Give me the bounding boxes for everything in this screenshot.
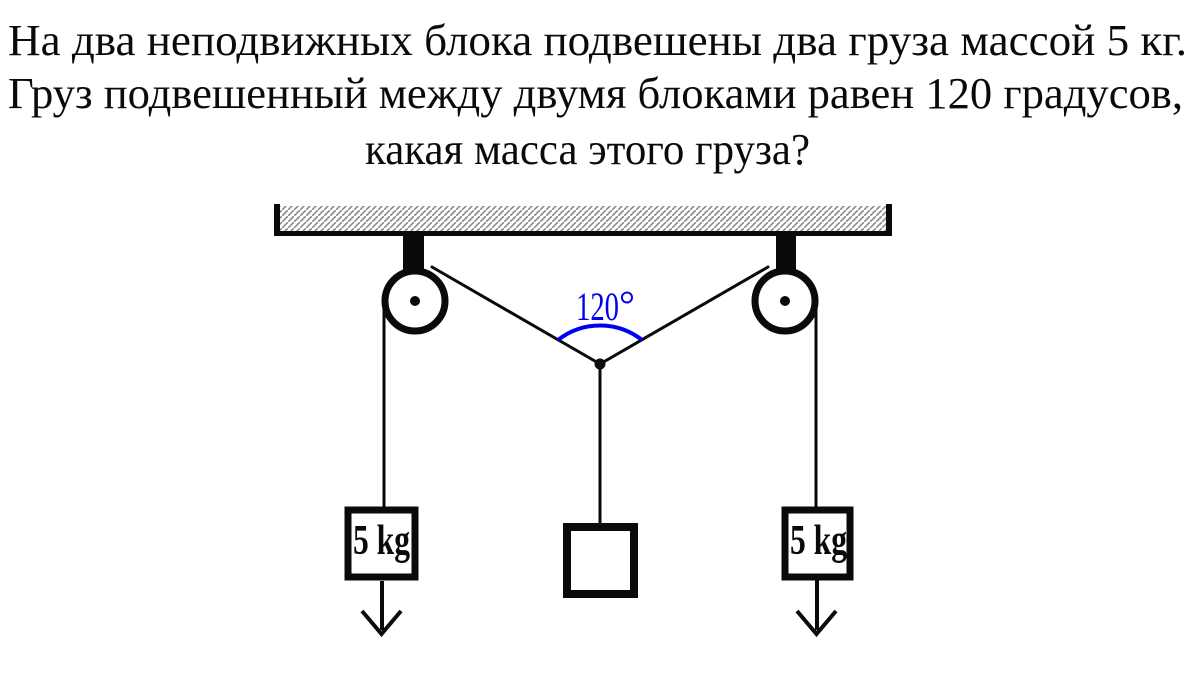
left-pulley-bracket [403,234,424,271]
ceiling-left-end [274,204,280,236]
rope-right-diagonal [598,265,770,366]
right-weight-box [781,506,854,581]
middle-weight [563,523,638,598]
right-force-arrow-head [795,609,838,638]
ceiling [274,204,892,236]
ropes [382,265,818,525]
right-pulley [751,267,819,335]
left-weight: 5 kg [344,506,419,638]
left-pulley [381,267,449,335]
right-pulley-axle-dot [780,296,790,306]
middle-weight-box [563,523,638,598]
left-force-arrow-head [360,609,403,638]
problem-text-line-1: На два неподвижных блока подвешены два г… [8,16,1187,65]
ceiling-right-end [886,204,892,236]
right-weight: 5 kg [781,506,854,638]
angle-degree-symbol: ° [619,282,635,327]
rope-left-diagonal [430,265,602,366]
problem-text-line-2: Груз подвешенный между двумя блоками рав… [8,69,1183,118]
rope-junction-dot [594,358,606,370]
left-pulley-axle-dot [410,296,420,306]
angle-arc [556,323,644,342]
angle-value-label: 120 [576,284,619,329]
ceiling-hatch [280,206,886,232]
right-pulley-bracket [776,234,796,271]
problem-text-line-3: какая масса этого груза? [365,125,810,174]
left-weight-box [344,506,419,581]
left-force-arrow [360,581,403,638]
right-force-arrow [795,580,838,638]
left-weight-label: 5 kg [353,518,410,564]
ceiling-bottom-edge [274,231,892,236]
right-weight-label: 5 kg [790,518,847,564]
